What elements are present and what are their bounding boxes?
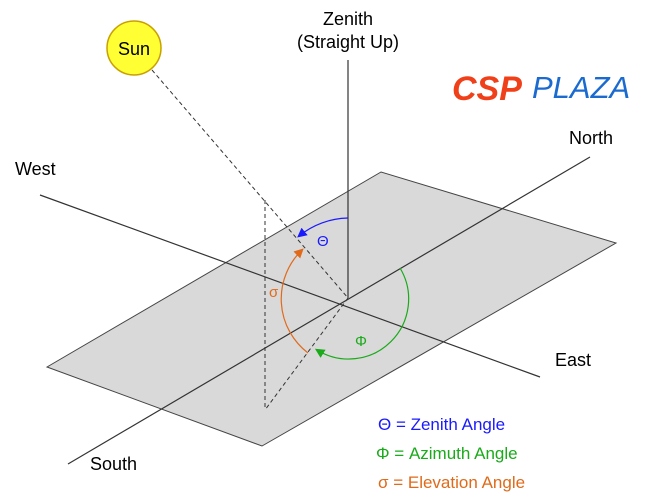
legend-azimuth: Φ = Azimuth Angle	[376, 444, 518, 463]
west-east-axis	[39, 194, 541, 378]
sun-ray-line	[151, 69, 349, 299]
north-label: North	[569, 128, 613, 148]
watermark-plaza: PLAZA	[532, 70, 630, 105]
east-label: East	[555, 350, 591, 370]
west-label: West	[15, 159, 56, 179]
projection-line	[264, 297, 349, 411]
north-south-axis	[67, 156, 591, 465]
sun-icon	[106, 20, 162, 76]
south-label: South	[90, 454, 137, 474]
zenith-sublabel: (Straight Up)	[297, 32, 399, 52]
sigma-symbol: σ	[269, 284, 279, 301]
phi-symbol: Φ	[355, 333, 367, 350]
legend-elevation: σ = Elevation Angle	[378, 473, 525, 492]
zenith-angle-arc	[297, 217, 349, 238]
zenith-label: Zenith	[323, 9, 373, 29]
azimuth-angle-arc	[314, 267, 410, 360]
legend-zenith: Θ = Zenith Angle	[378, 415, 505, 434]
watermark-csp: CSP	[452, 70, 522, 108]
sun-label: Sun	[118, 39, 150, 59]
theta-symbol: Θ	[317, 233, 329, 250]
elevation-angle-arc	[280, 248, 309, 354]
